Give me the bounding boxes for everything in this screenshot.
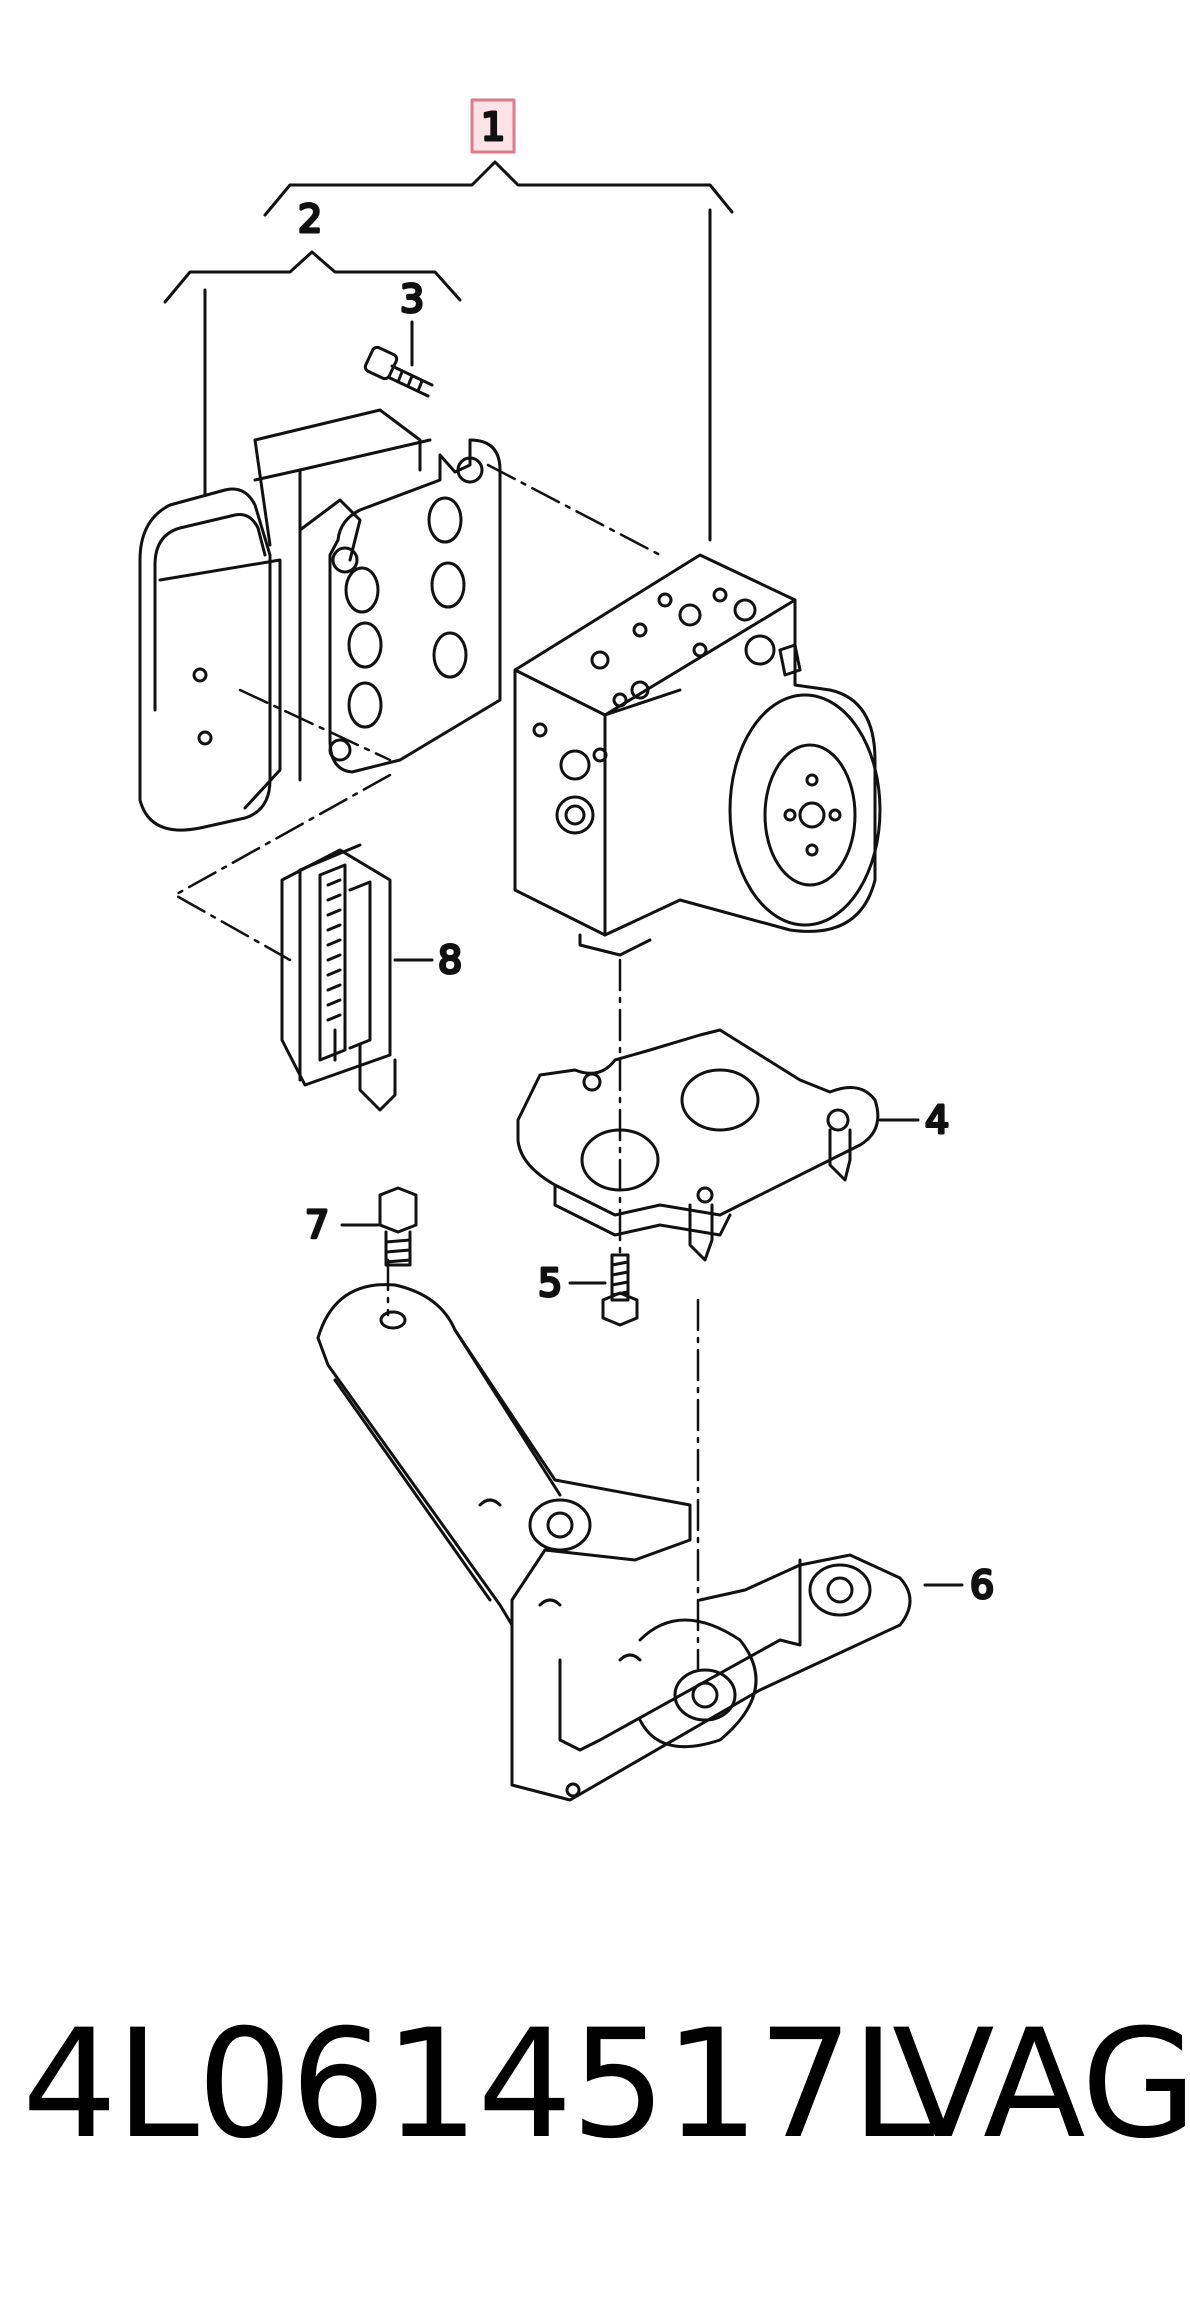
bracket-2 [163,250,462,304]
valve-plate [328,438,502,774]
bolt-7 [378,1186,418,1267]
callout-3-label: 3 [400,277,424,321]
callout-2-label: 2 [298,197,322,241]
bracket-1 [263,160,734,217]
control-unit [138,408,432,832]
hydraulic-unit [513,553,882,957]
screw-3 [363,345,434,398]
callout-1-label: 1 [481,105,505,149]
callout-7-label: 7 [305,1203,329,1247]
part-number-footer: 4L0614517L VAG [22,2010,1190,2160]
callout-4-label: 4 [925,1098,949,1142]
brand-name: VAG [892,1998,1190,2172]
callout-1-box [470,98,516,154]
connector-8 [280,843,397,1112]
align-line-unit [238,688,392,762]
bolt-5 [601,1253,639,1327]
part-number: 4L0614517L [22,1998,935,2172]
support-plate-4 [516,1028,880,1262]
callout-5-label: 5 [538,1261,562,1305]
align-line-plate [486,463,662,557]
callout-8-label: 8 [438,938,462,982]
callout-6-label: 6 [970,1563,994,1607]
mounting-bracket-6 [316,1283,912,1802]
